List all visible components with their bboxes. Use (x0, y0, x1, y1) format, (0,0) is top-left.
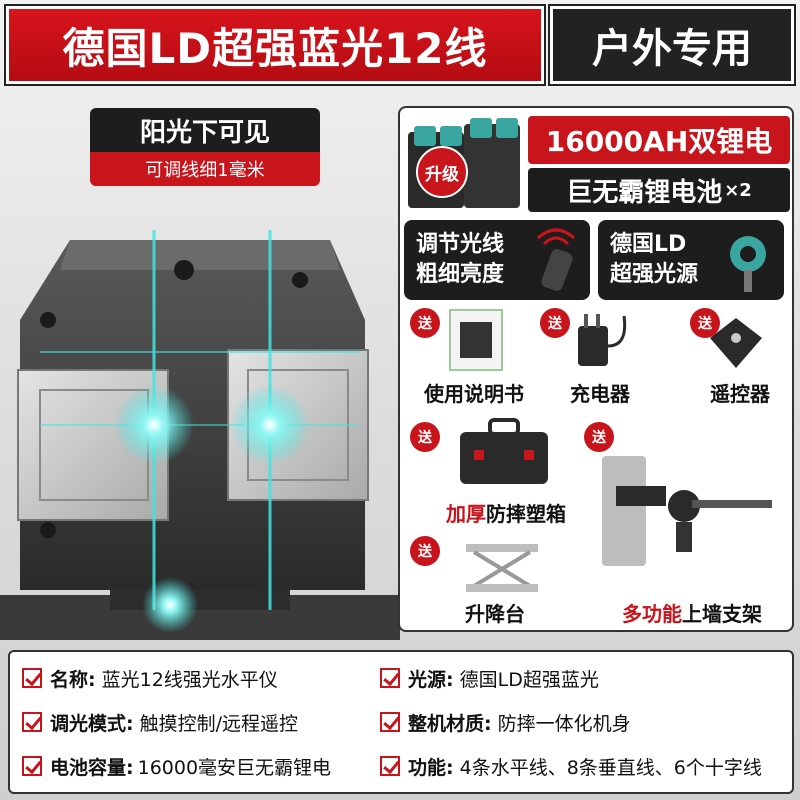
carry-case-icon (460, 418, 548, 484)
feature-ld-light-source: 德国LD 超强光源 (598, 220, 784, 300)
feature-1-line2: 粗细亮度 (416, 262, 505, 287)
gift-lift-label: 升降台 (465, 602, 525, 626)
check-icon (22, 668, 42, 688)
title-banner: 德国LD超强蓝光12线 (6, 6, 544, 84)
battery-count: ×2 (724, 179, 752, 201)
check-icon (380, 756, 400, 776)
check-icon (380, 668, 400, 688)
outdoor-text: 户外专用 (592, 26, 752, 72)
gift-badge-charger: 送 (540, 308, 570, 338)
gift-badge-lift: 送 (410, 536, 440, 566)
spec-key: 调光模式: (50, 712, 134, 735)
battery-type-text: 巨无霸锂电池 (566, 177, 723, 208)
spec-dimming-mode: 调光模式:触摸控制/远程遥控 (22, 702, 298, 742)
charger-icon (578, 314, 627, 366)
spec-value: 触摸控制/远程遥控 (139, 712, 299, 735)
laser-level-device (0, 230, 400, 640)
spec-key: 名称: (50, 668, 96, 691)
gift-badge-manual: 送 (410, 308, 440, 338)
spec-value: 4条水平线、8条垂直线、6个十字线 (459, 756, 762, 779)
gift-bracket-highlight: 多功能 (622, 602, 682, 626)
accessories-panel: 升级 16000AH双锂电 巨无霸锂电池×2 调节光线 粗细亮度 德国LD 超强… (398, 106, 794, 632)
spec-key: 整机材质: (408, 712, 492, 735)
spec-name: 名称:蓝光12线强光水平仪 (22, 658, 278, 698)
spec-value: 德国LD超强蓝光 (459, 668, 599, 691)
feature-adjust-brightness: 调节光线 粗细亮度 (404, 220, 590, 300)
spec-material: 整机材质:防摔一体化机身 (380, 702, 631, 742)
sunlight-visible-label: 阳光下可见 (90, 108, 320, 152)
check-icon (22, 756, 42, 776)
feature-2-line2: 超强光源 (610, 262, 699, 287)
gift-manual: 使用说明书 (414, 378, 534, 407)
spec-light-source: 光源:德国LD超强蓝光 (380, 658, 599, 698)
line-width-label: 可调线细1毫米 (90, 152, 320, 186)
check-icon (22, 712, 42, 732)
manual-icon (449, 309, 503, 371)
gift-manual-label: 使用说明书 (424, 382, 524, 406)
remote-control-icon (710, 318, 762, 368)
feature-1-line1: 调节光线 (416, 232, 505, 257)
feature-2-line1: 德国LD (610, 232, 687, 257)
gift-badge-bracket: 送 (584, 422, 614, 452)
gift-remote: 遥控器 (688, 378, 792, 407)
gift-badge-case: 送 (410, 422, 440, 452)
check-icon (380, 712, 400, 732)
gift-lift: 升降台 (440, 598, 550, 627)
outdoor-banner: 户外专用 (550, 6, 794, 84)
gift-bracket-label: 多功能上墙支架 (622, 602, 762, 626)
gift-remote-label: 遥控器 (710, 382, 770, 406)
gift-charger-label: 充电器 (570, 382, 630, 406)
spec-key: 光源: (408, 668, 454, 691)
remote-signal-icon (537, 228, 575, 291)
wall-bracket-icon (602, 456, 772, 566)
gift-case: 加厚防摔塑箱 (406, 498, 606, 527)
title-text: 德国LD超强蓝光12线 (62, 23, 488, 73)
upgrade-badge: 升级 (416, 146, 468, 198)
spec-value: 蓝光12线强光水平仪 (101, 668, 278, 691)
battery-capacity-label: 16000AH双锂电 (528, 116, 790, 164)
gift-badge-remote: 送 (690, 308, 720, 338)
spec-function: 功能:4条水平线、8条垂直线、6个十字线 (380, 746, 762, 786)
spec-key: 功能: (408, 756, 454, 779)
spec-value: 防摔一体化机身 (497, 712, 631, 735)
gift-case-rest: 防摔塑箱 (486, 502, 566, 526)
ld-module-icon (730, 236, 766, 292)
spec-battery: 电池容量:16000毫安巨无霸锂电 (22, 746, 331, 786)
gift-bracket-rest: 上墙支架 (682, 602, 762, 626)
spec-table: 名称:蓝光12线强光水平仪 光源:德国LD超强蓝光 调光模式:触摸控制/远程遥控… (8, 650, 794, 794)
battery-capacity-text: 16000AH双锂电 (545, 125, 773, 158)
spec-key: 电池容量: (50, 756, 134, 779)
spec-value: 16000毫安巨无霸锂电 (137, 756, 332, 779)
gift-bracket: 多功能上墙支架 (594, 598, 790, 627)
gift-case-highlight: 加厚 (446, 502, 486, 526)
sunlight-tag: 阳光下可见 可调线细1毫米 (90, 108, 320, 188)
gift-charger: 充电器 (548, 378, 652, 407)
gift-case-label: 加厚防摔塑箱 (446, 502, 566, 526)
battery-type-label: 巨无霸锂电池×2 (528, 168, 790, 212)
lift-table-icon (466, 544, 538, 592)
battery-section: 升级 16000AH双锂电 巨无霸锂电池×2 (404, 112, 790, 216)
